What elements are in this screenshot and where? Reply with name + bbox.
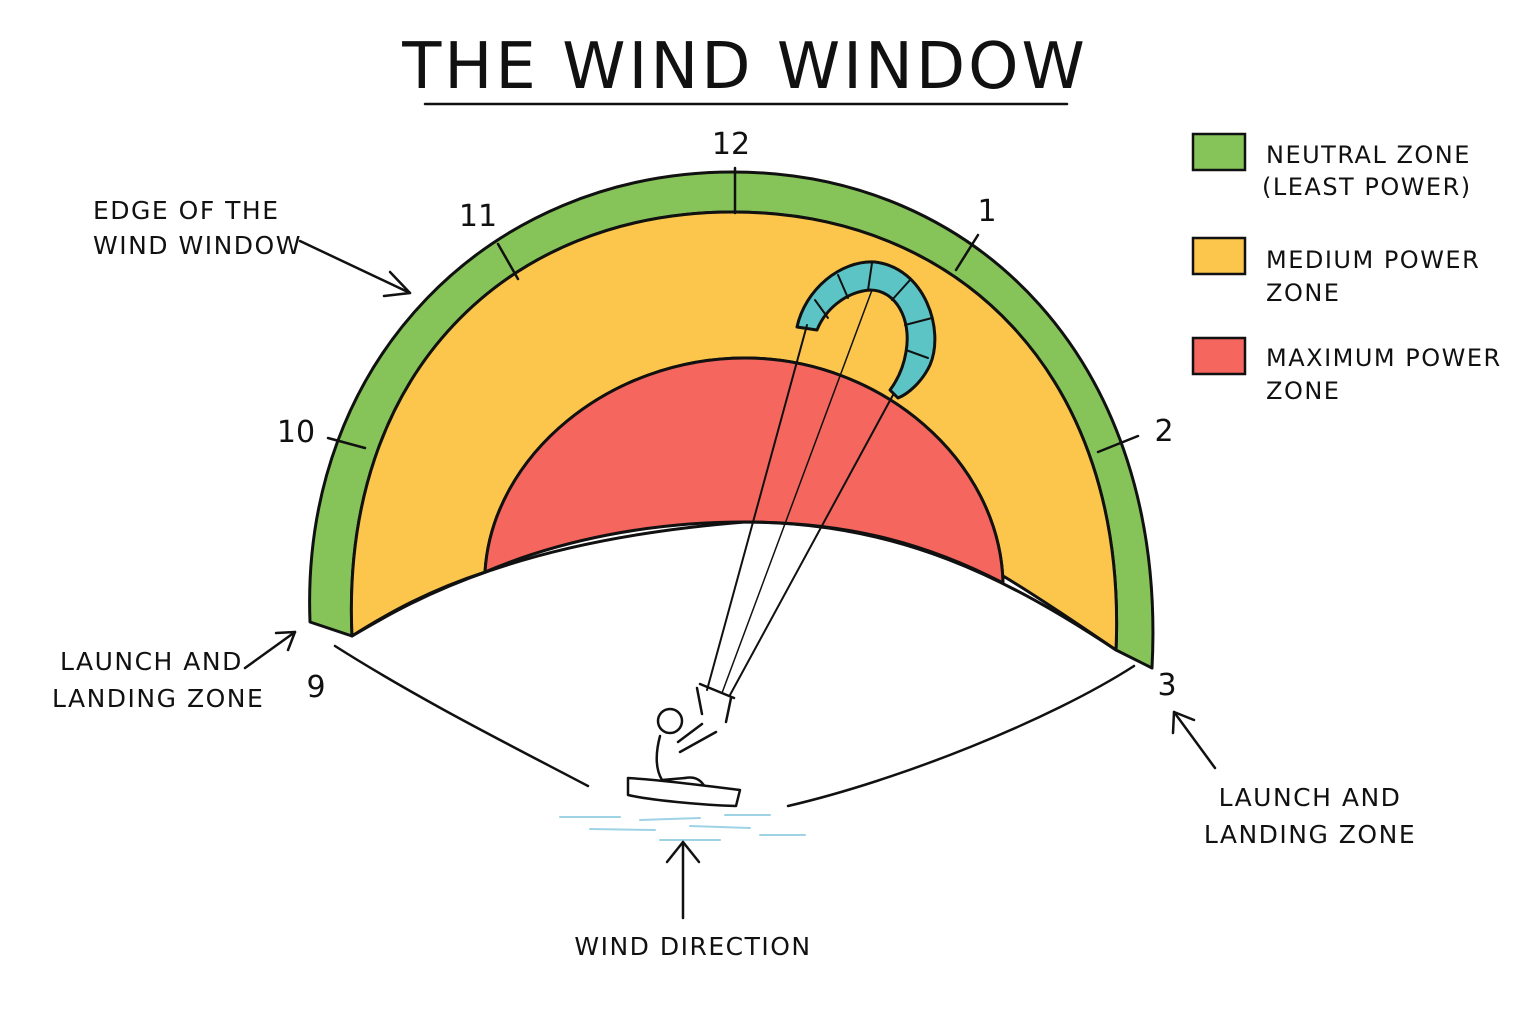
page-title: THE WIND WINDOW: [401, 30, 1088, 104]
clock-11: 11: [459, 199, 497, 234]
svg-text:ZONE: ZONE: [1266, 279, 1340, 307]
svg-text:LAUNCH AND: LAUNCH AND: [1219, 783, 1402, 812]
svg-text:NEUTRAL ZONE: NEUTRAL ZONE: [1266, 141, 1471, 169]
svg-text:LAUNCH AND: LAUNCH AND: [60, 647, 243, 676]
svg-text:WIND WINDOW: WIND WINDOW: [93, 231, 302, 260]
clock-9: 9: [306, 670, 325, 705]
svg-text:(LEAST POWER): (LEAST POWER): [1262, 173, 1472, 201]
launch-arrow-right: [1171, 710, 1217, 770]
edge-label: EDGE OF THE WIND WINDOW: [93, 196, 302, 260]
wind-window-boundary-lines: [333, 644, 1136, 808]
svg-text:MEDIUM POWER: MEDIUM POWER: [1266, 246, 1480, 274]
svg-text:LANDING ZONE: LANDING ZONE: [1204, 820, 1416, 849]
launch-label-left: LAUNCH AND LANDING ZONE: [52, 647, 264, 713]
legend-swatch-medium: [1191, 236, 1247, 276]
svg-text:LANDING ZONE: LANDING ZONE: [52, 684, 264, 713]
kite-lines: [706, 289, 894, 696]
edge-arrow: [298, 239, 412, 298]
water-ripples-icon: [559, 814, 806, 841]
wind-arrow-icon: [665, 840, 701, 920]
svg-text:ZONE: ZONE: [1266, 377, 1340, 405]
svg-text:EDGE OF THE: EDGE OF THE: [93, 196, 280, 225]
legend-swatch-maximum: [1191, 336, 1247, 376]
legend-item-maximum: MAXIMUM POWER ZONE: [1191, 336, 1502, 405]
clock-1: 1: [977, 194, 996, 229]
clock-numbers: 12 1 2 3 9 10 11: [277, 127, 1177, 705]
clock-12: 12: [712, 127, 750, 162]
svg-text:MAXIMUM POWER: MAXIMUM POWER: [1266, 344, 1502, 372]
clock-ticks: [326, 166, 1140, 454]
legend-item-medium: MEDIUM POWER ZONE: [1191, 236, 1480, 307]
legend-item-neutral: NEUTRAL ZONE (LEAST POWER): [1191, 132, 1472, 201]
maximum-power-zone: [483, 356, 1005, 585]
clock-3: 3: [1157, 668, 1176, 703]
wind-direction-label: WIND DIRECTION: [574, 932, 811, 961]
kitesurfer-icon: [626, 682, 742, 808]
kite-icon: [795, 260, 937, 400]
clock-2: 2: [1154, 414, 1173, 449]
launch-label-right: LAUNCH AND LANDING ZONE: [1204, 783, 1416, 849]
wind-window-zones: [308, 170, 1155, 670]
legend-swatch-neutral: [1191, 132, 1247, 172]
clock-10: 10: [277, 415, 315, 450]
launch-arrow-left: [243, 630, 297, 670]
legend: NEUTRAL ZONE (LEAST POWER) MEDIUM POWER …: [1191, 132, 1502, 405]
